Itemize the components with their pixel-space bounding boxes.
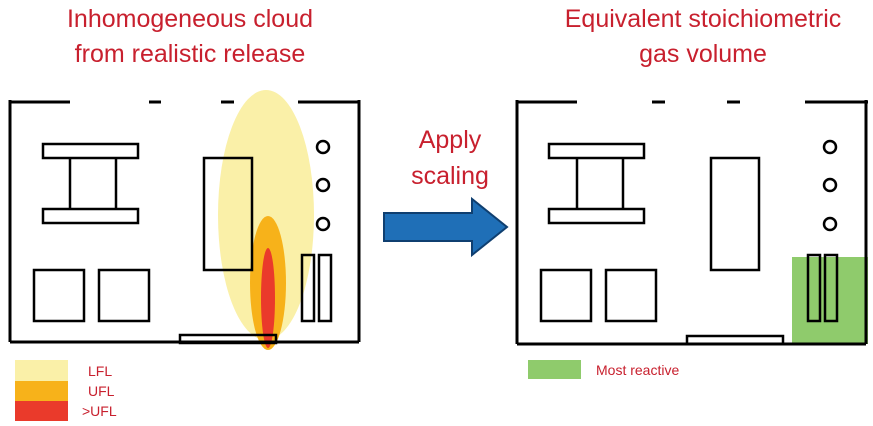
left-equipment <box>32 139 333 345</box>
legend-label-most-reactive: Most reactive <box>596 362 680 378</box>
left-title-line-1: Inhomogeneous cloud <box>66 5 314 33</box>
legend-label-ufl: UFL <box>88 383 115 399</box>
legend-swatch-ufl <box>15 381 68 401</box>
beam-bottom <box>547 207 646 225</box>
most-reactive-volume <box>792 257 868 344</box>
beam-top <box>547 142 646 160</box>
right-equipment <box>539 139 839 346</box>
floor-plate <box>178 333 278 345</box>
floor-plate <box>685 334 785 346</box>
arrow-label-line-2: scaling <box>411 162 489 190</box>
column-2 <box>823 253 839 323</box>
beam-bottom <box>41 207 140 225</box>
legend-swatch-most-reactive <box>528 360 581 379</box>
vessel <box>709 156 761 272</box>
apply-scaling-arrow <box>383 196 509 258</box>
box-2 <box>604 268 658 323</box>
column-1 <box>806 253 822 323</box>
lfl-cloud <box>218 90 314 340</box>
arrow-label: Apply scaling <box>390 122 510 194</box>
right-title-line-2: gas volume <box>639 40 767 68</box>
legend-label-above-ufl: >UFL <box>82 403 117 419</box>
legend-label-lfl: LFL <box>88 363 113 379</box>
above-ufl-cloud <box>261 248 275 348</box>
left-panel-title: Inhomogeneous cloud from realistic relea… <box>40 2 340 72</box>
column-2 <box>317 253 333 323</box>
left-title-line-2: from realistic release <box>74 40 306 68</box>
right-panel-title: Equivalent stoichiometric gas volume <box>538 2 868 72</box>
vessel <box>202 156 254 272</box>
column-1 <box>300 253 316 323</box>
arrow-label-line-1: Apply <box>418 126 482 154</box>
box-1 <box>539 268 593 323</box>
legend-swatch-above-ufl <box>15 401 68 421</box>
box-1 <box>32 268 86 323</box>
beam-top <box>41 142 140 160</box>
right-title-line-1: Equivalent stoichiometric <box>564 5 842 33</box>
legend-swatch-lfl <box>15 360 68 381</box>
box-2 <box>97 268 151 323</box>
